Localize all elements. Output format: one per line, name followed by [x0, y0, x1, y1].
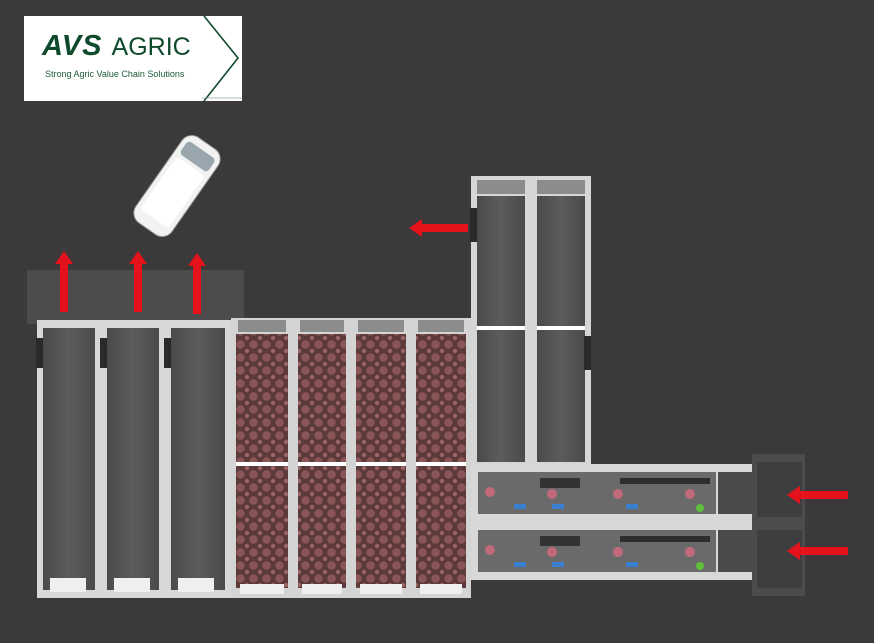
storage-container-2 [100, 320, 165, 598]
intake-bay-2 [757, 530, 802, 588]
drying-container-3 [351, 318, 411, 598]
avs-agric-logo: AVS AGRIC Strong Agric Value Chain Solut… [24, 16, 242, 101]
logo-brand-bold: AVS [42, 30, 103, 62]
upper-container-2 [531, 176, 591, 466]
exhaust-arrow-1 [55, 251, 73, 312]
inflow-arrow-1 [787, 486, 848, 504]
inflow-arrow-2 [787, 542, 848, 560]
exhaust-arrow-3 [188, 253, 206, 314]
drying-container-2 [293, 318, 351, 598]
logo-brand-light: AGRIC [111, 33, 191, 61]
exhaust-arrow-2 [129, 251, 147, 312]
drying-container-4 [411, 318, 471, 598]
drying-container-1 [231, 318, 293, 598]
delivery-van [133, 134, 221, 238]
storage-container-1 [36, 320, 101, 598]
logo-tagline: Strong Agric Value Chain Solutions [45, 69, 185, 79]
upper-container-1 [470, 176, 531, 466]
intake-bay-1 [757, 462, 802, 517]
processing-room-2 [471, 522, 755, 580]
processing-room-1 [471, 464, 755, 522]
logo-chevron-icon [202, 16, 242, 101]
storage-container-3 [164, 320, 231, 598]
logo-brand: AVS AGRIC [42, 30, 191, 63]
outflow-arrow [409, 219, 468, 237]
